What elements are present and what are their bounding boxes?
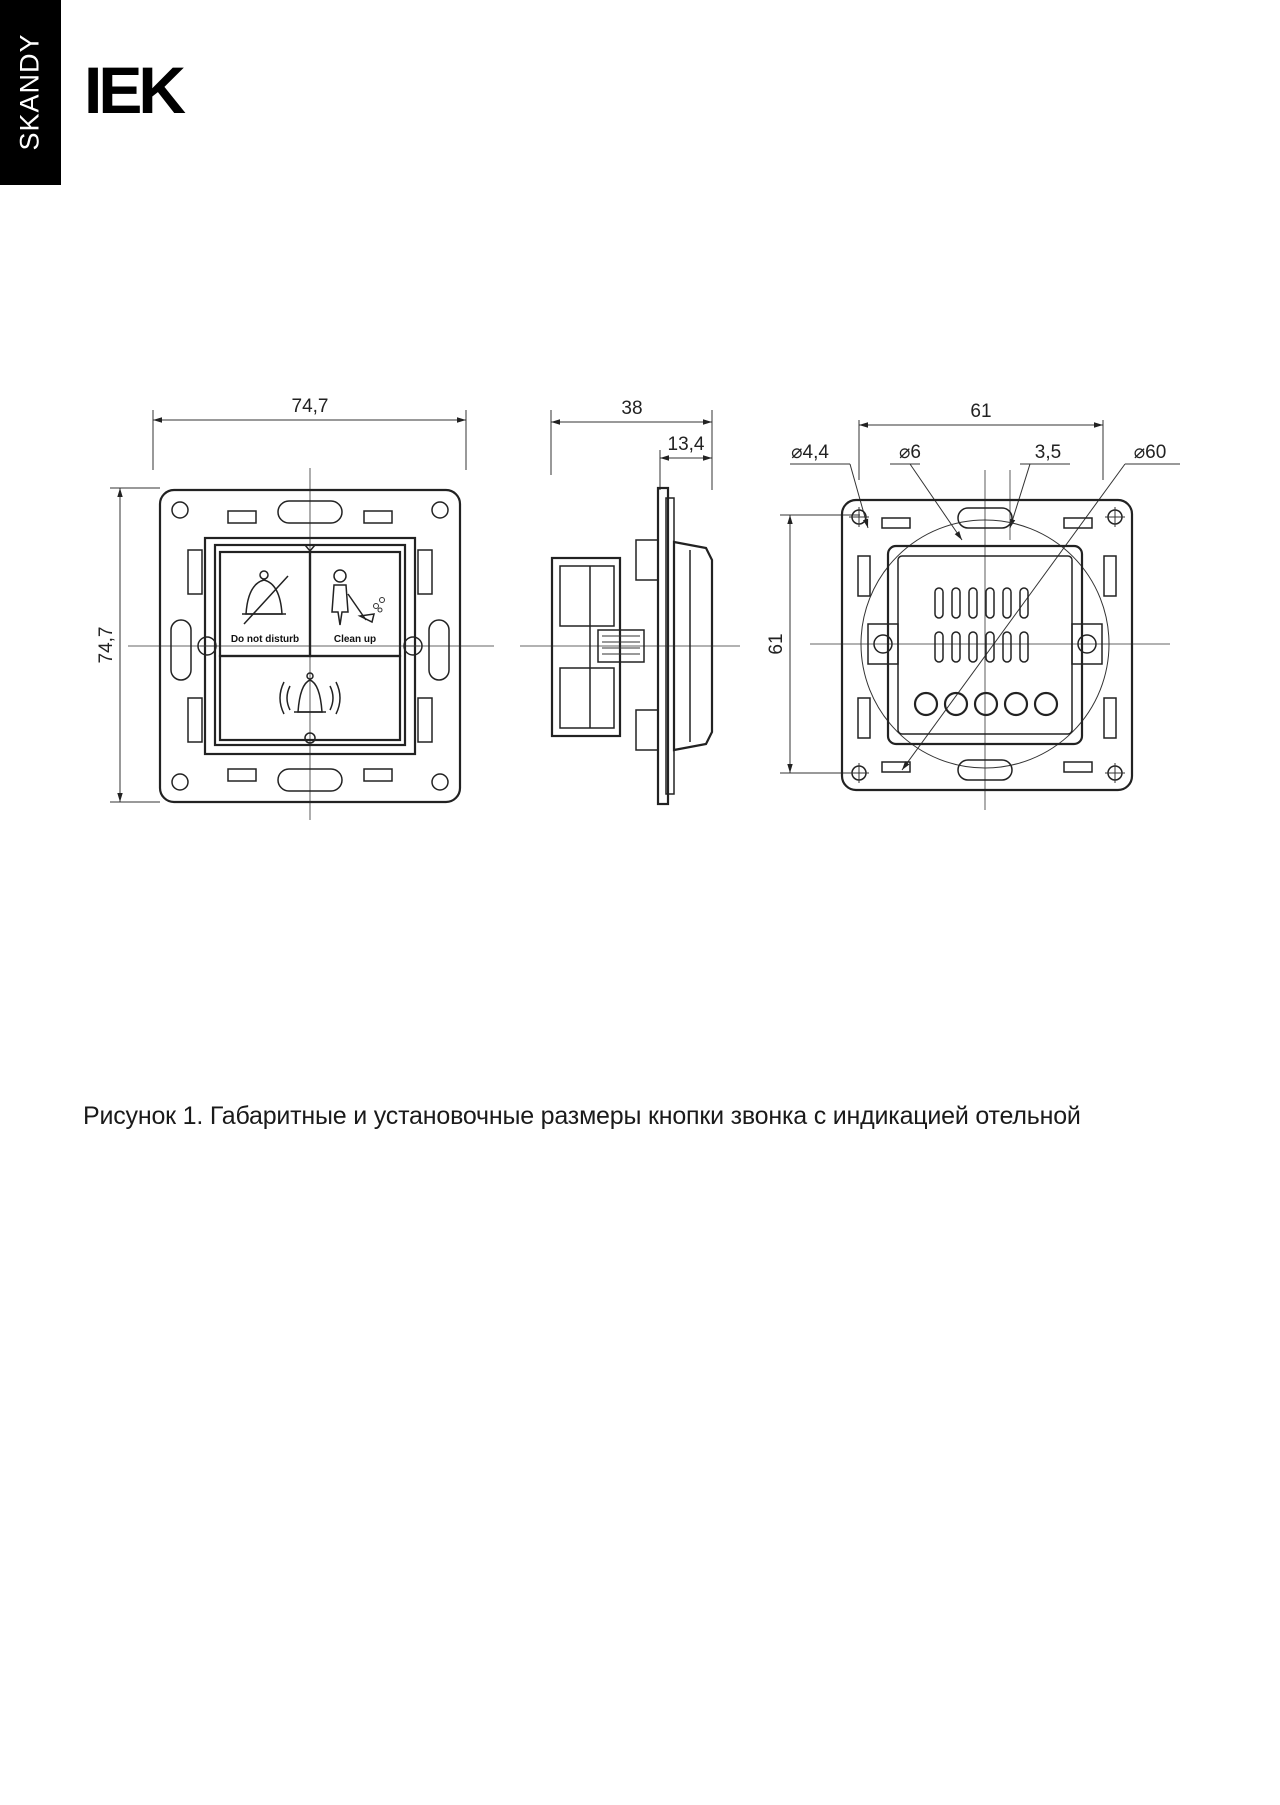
back-gap-dim: 3,5 [1035, 442, 1061, 463]
cleaning-person-icon [331, 569, 385, 626]
iek-logo: IEK [84, 58, 190, 120]
front-width-dim: 74,7 [292, 396, 329, 417]
vent-slots [934, 587, 1029, 663]
back-mount-dim: ⌀60 [1134, 442, 1167, 463]
back-hole-dim: ⌀4,4 [791, 442, 829, 463]
back-slot-dim: ⌀6 [899, 442, 921, 463]
logo-text: IEK [84, 58, 186, 120]
figure-caption: Рисунок 1. Габаритные и установочные раз… [83, 1102, 1081, 1130]
label-do-not-disturb: Do not disturb [231, 634, 299, 645]
series-tab: SKANDY [0, 0, 61, 185]
front-height-dim: 74,7 [96, 627, 117, 664]
technical-drawing: 74,7 74,7 [96, 396, 1180, 820]
side-view: 38 13,4 [520, 398, 740, 806]
terminal-holes [913, 691, 1059, 717]
side-plate-dim: 13,4 [668, 434, 705, 455]
bell-crossed-icon [242, 570, 289, 625]
key-bell [218, 654, 402, 742]
side-depth-dim: 38 [621, 398, 642, 419]
bell-ringing-icon [279, 672, 341, 744]
back-view: 61 61 ⌀4,4 ⌀6 3,5 ⌀60 [766, 401, 1180, 810]
label-clean-up: Clean up [334, 634, 376, 645]
front-view: 74,7 74,7 [96, 396, 494, 820]
back-width-dim: 61 [970, 401, 991, 422]
mount-hole [849, 507, 1125, 783]
back-height-dim: 61 [766, 633, 787, 654]
series-label: SKANDY [14, 33, 45, 151]
